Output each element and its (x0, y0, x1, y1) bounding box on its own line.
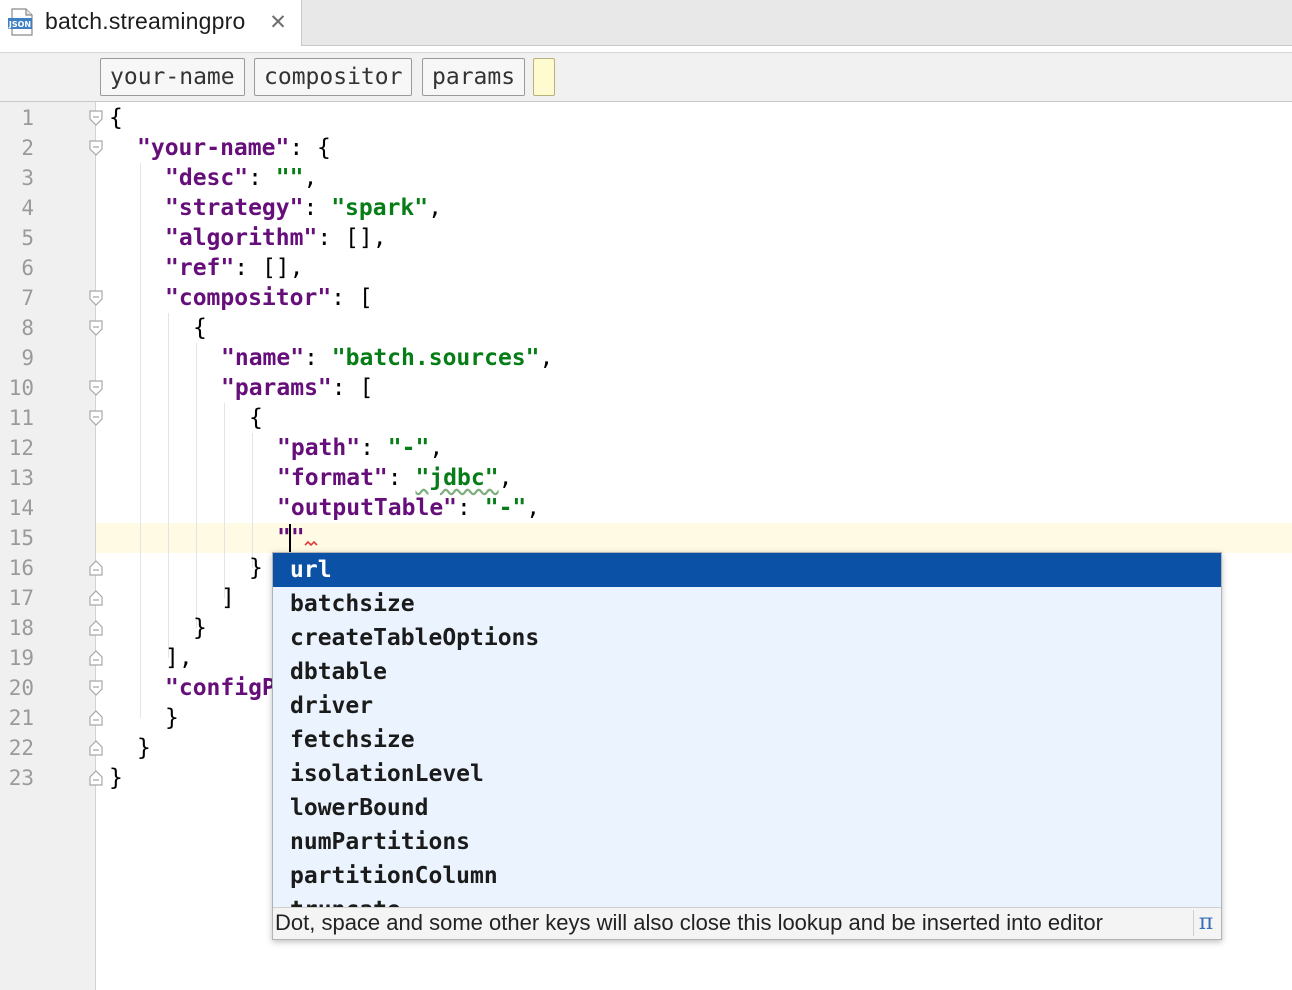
code-line-7: "compositor": [ (165, 285, 373, 311)
code-line-9: "name": "batch.sources", (221, 345, 554, 371)
code-line-10: "params": [ (221, 375, 374, 401)
editor-tab[interactable]: JSON batch.streamingpro ✕ (0, 0, 302, 46)
fold-close-icon[interactable] (88, 620, 104, 636)
indent-guide (196, 343, 197, 628)
completion-item-partitionColumn[interactable]: partitionColumn (290, 863, 498, 889)
close-icon[interactable]: ✕ (269, 10, 287, 34)
code-line-6: "ref": [], (165, 255, 304, 281)
error-squiggle-icon (304, 540, 318, 547)
completion-item-createTableOptions[interactable]: createTableOptions (290, 625, 540, 651)
line-number: 16 (8, 556, 34, 580)
fold-close-icon[interactable] (88, 740, 104, 756)
completion-item-numPartitions[interactable]: numPartitions (290, 829, 471, 855)
code-line-23: } (109, 765, 123, 791)
line-number: 3 (21, 166, 34, 190)
code-line-19: ], (165, 645, 193, 671)
completion-item-fetchsize[interactable]: fetchsize (290, 727, 415, 753)
code-line-12: "path": "-", (277, 435, 444, 461)
line-number: 6 (21, 256, 34, 280)
completion-item-dbtable[interactable]: dbtable (290, 659, 387, 685)
breadcrumb-item-params[interactable]: params (422, 58, 526, 96)
code-line-1: { (109, 105, 123, 131)
completion-item-batchsize[interactable]: batchsize (290, 591, 415, 617)
fold-open-icon[interactable] (88, 320, 104, 336)
code-line-21: } (165, 705, 179, 731)
fold-open-icon[interactable] (88, 290, 104, 306)
svg-text:JSON: JSON (8, 20, 31, 29)
completion-item-isolationLevel[interactable]: isolationLevel (290, 761, 484, 787)
editor-tab-bar: JSON batch.streamingpro ✕ (0, 0, 1292, 46)
breadcrumb-item-your-name[interactable]: your-name (100, 58, 245, 96)
code-line-11: { (249, 405, 263, 431)
fold-open-icon[interactable] (88, 680, 104, 696)
fold-close-icon[interactable] (88, 710, 104, 726)
line-number: 22 (8, 736, 34, 760)
indent-guide (252, 433, 253, 568)
code-line-3: "desc": "", (165, 165, 318, 191)
line-number: 19 (8, 646, 34, 670)
indent-guide (168, 313, 169, 658)
line-number: 9 (21, 346, 34, 370)
line-number: 11 (8, 406, 34, 430)
line-number: 7 (21, 286, 34, 310)
line-number: 10 (8, 376, 34, 400)
line-number: 1 (21, 106, 34, 130)
line-number: 23 (8, 766, 34, 790)
code-line-16: } (249, 555, 263, 581)
line-number-gutter (0, 102, 96, 990)
code-line-13: "format": "jdbc", (277, 465, 513, 491)
code-line-14: "outputTable": "-", (277, 495, 541, 521)
text-caret (289, 524, 291, 552)
line-number: 17 (8, 586, 34, 610)
completion-hint: Dot, space and some other keys will also… (273, 907, 1221, 939)
code-completion-popup[interactable]: url batchsize createTableOptions dbtable dri… (272, 552, 1222, 940)
breadcrumb-item-current[interactable] (533, 58, 555, 96)
completion-item-url[interactable]: url (273, 553, 1221, 587)
breadcrumb-item-compositor[interactable]: compositor (254, 58, 413, 96)
line-number: 18 (8, 616, 34, 640)
code-line-2: "your-name": { (137, 135, 331, 161)
code-line-5: "algorithm": [], (165, 225, 387, 251)
pi-icon[interactable]: π (1193, 910, 1218, 936)
line-number: 15 (8, 526, 34, 550)
completion-item-driver[interactable]: driver (290, 693, 374, 719)
line-number: 4 (21, 196, 34, 220)
fold-open-icon[interactable] (88, 380, 104, 396)
code-line-18: } (193, 615, 207, 641)
fold-close-icon[interactable] (88, 650, 104, 666)
json-file-icon: JSON (8, 8, 33, 36)
indent-guide (140, 163, 141, 718)
line-number: 14 (8, 496, 34, 520)
line-number: 21 (8, 706, 34, 730)
fold-close-icon[interactable] (88, 770, 104, 786)
completion-item-truncate[interactable]: truncate (273, 893, 1221, 907)
code-line-8: { (193, 315, 207, 341)
tab-title: batch.streamingpro (45, 8, 246, 34)
fold-open-icon[interactable] (88, 140, 104, 156)
indent-guide (224, 403, 225, 598)
line-number: 12 (8, 436, 34, 460)
code-line-17: ] (221, 585, 235, 611)
line-number: 8 (21, 316, 34, 340)
completion-item-lowerBound[interactable]: lowerBound (290, 795, 429, 821)
breadcrumb: your-name compositor params (0, 52, 1292, 102)
fold-open-icon[interactable] (88, 410, 104, 426)
line-number: 5 (21, 226, 34, 250)
completion-list[interactable]: url batchsize createTableOptions dbtable dri… (273, 553, 1221, 907)
code-line-20: "configP (165, 675, 276, 701)
code-line-4: "strategy": "spark", (165, 195, 442, 221)
fold-close-icon[interactable] (88, 560, 104, 576)
current-line-highlight (0, 523, 1292, 553)
code-line-22: } (137, 735, 151, 761)
fold-open-icon[interactable] (88, 110, 104, 126)
line-number: 2 (21, 136, 34, 160)
fold-close-icon[interactable] (88, 590, 104, 606)
line-number: 20 (8, 676, 34, 700)
line-number: 13 (8, 466, 34, 490)
